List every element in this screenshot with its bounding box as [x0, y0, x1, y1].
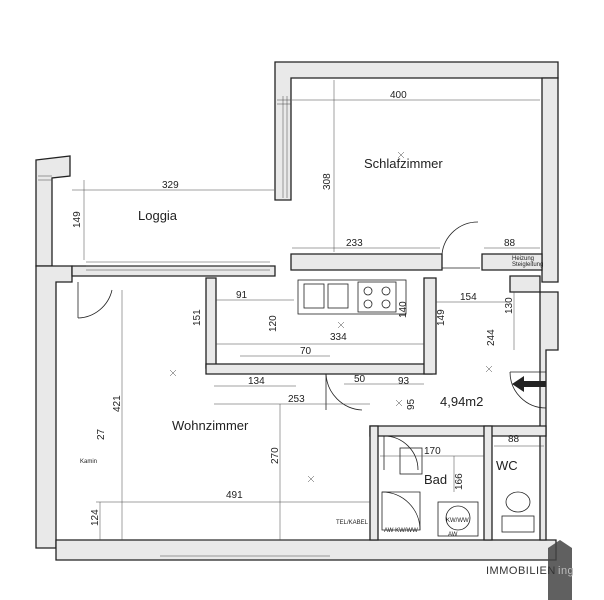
wall-kitchen-left — [205, 277, 217, 369]
dim-308: 308 — [322, 173, 333, 190]
wall-top-bedroom — [274, 61, 559, 201]
interior-walls — [205, 275, 547, 541]
toilet-tank — [501, 515, 535, 533]
dim-50: 50 — [354, 374, 366, 385]
washbasin — [399, 447, 423, 475]
room-markers — [169, 151, 493, 483]
dim-270: 270 — [270, 447, 281, 464]
dim-88-top: 88 — [504, 238, 516, 249]
doors — [77, 221, 547, 471]
watermark-logo-icon — [548, 540, 572, 600]
wall-left-main — [35, 265, 73, 549]
dim-151: 151 — [192, 309, 203, 326]
dim-400: 400 — [390, 90, 407, 101]
shower-tray — [381, 491, 421, 531]
kitchen-counter — [297, 279, 407, 315]
wall-bath-wc — [483, 425, 493, 541]
wall-living-top — [71, 265, 276, 277]
dim-124: 124 — [90, 509, 101, 526]
dim-27: 27 — [96, 428, 107, 440]
burner-3 — [363, 299, 373, 309]
area-label: 4,94m2 — [440, 394, 483, 409]
wall-bath-left — [369, 425, 379, 541]
burner-4 — [381, 299, 391, 309]
dim-170: 170 — [424, 446, 441, 457]
annotation-heizung: Heizung — [512, 256, 534, 262]
wall-kitchen-bottom — [205, 363, 433, 375]
entrance-arrow-icon — [512, 376, 546, 392]
dim-166: 166 — [454, 473, 465, 490]
dim-134: 134 — [248, 376, 265, 387]
annotation-kw-ww: KW/WW — [446, 518, 469, 524]
wall-right-bedroom — [541, 77, 559, 283]
washing-machine — [445, 505, 471, 531]
dim-149-loggia: 149 — [72, 211, 83, 228]
annotation-aw: AW — [448, 532, 458, 538]
toilet-bowl — [505, 491, 531, 513]
dim-149-hall: 149 — [436, 309, 447, 326]
dim-329: 329 — [162, 180, 179, 191]
dim-233: 233 — [346, 238, 363, 249]
wall-hall-bottom — [369, 425, 547, 437]
wall-right-lower — [539, 291, 559, 541]
annotation-tel-kabel: TEL/KABEL — [336, 520, 369, 526]
dim-88-wc: 88 — [508, 434, 520, 445]
stove — [357, 281, 397, 313]
room-label-wohnzimmer: Wohnzimmer — [172, 418, 249, 433]
sink-basin-1 — [303, 283, 325, 309]
room-label-wc: WC — [496, 458, 518, 473]
wall-bedroom-bottom — [290, 253, 443, 271]
dim-130: 130 — [504, 297, 515, 314]
dimension-lines — [72, 80, 544, 540]
dim-95: 95 — [406, 398, 417, 410]
windows — [38, 96, 330, 557]
wall-left-loggia — [35, 155, 71, 267]
wall-bedroom-bottom-right — [481, 253, 543, 271]
dim-253: 253 — [288, 394, 305, 405]
dim-491: 491 — [226, 490, 243, 501]
wall-kitchen-right — [423, 277, 437, 375]
dim-91: 91 — [236, 290, 248, 301]
annotation-kamin: Kamin — [80, 459, 97, 465]
outer-walls — [35, 61, 559, 561]
washing-machine-box — [437, 501, 479, 537]
dim-244: 244 — [486, 329, 497, 346]
annotation-steigleitung: Steigleitung — [512, 262, 543, 268]
watermark: IMMOBILIEN ing — [486, 540, 574, 600]
dim-70: 70 — [300, 346, 312, 357]
watermark-text: IMMOBILIEN — [486, 565, 556, 577]
dim-421: 421 — [112, 395, 123, 412]
room-label-schlafzimmer: Schlafzimmer — [364, 156, 443, 171]
sink-basin-2 — [327, 283, 349, 309]
dim-334: 334 — [330, 332, 347, 343]
burner-1 — [363, 286, 373, 296]
dim-120: 120 — [268, 315, 279, 332]
dim-154: 154 — [460, 292, 477, 303]
dim-93: 93 — [398, 376, 410, 387]
burner-2 — [381, 286, 391, 296]
wall-bottom — [55, 539, 557, 561]
wall-heater-stub — [509, 275, 541, 293]
kitchen-fixtures — [297, 279, 407, 315]
bath-fixtures — [381, 447, 535, 537]
room-label-bad: Bad — [424, 472, 447, 487]
dim-140: 140 — [398, 301, 409, 318]
annotation-aw-kw-ww: AW KW/WW — [384, 528, 418, 534]
watermark-suffix: ing — [558, 565, 574, 577]
room-label-loggia: Loggia — [138, 208, 178, 223]
